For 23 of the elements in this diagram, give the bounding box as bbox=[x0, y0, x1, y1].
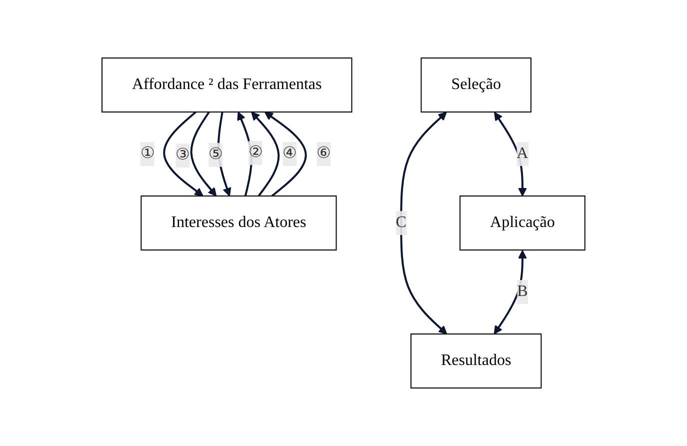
arrow bbox=[264, 112, 307, 197]
arrow bbox=[190, 111, 217, 196]
arrow bbox=[400, 112, 448, 334]
edge-label: ⑥ bbox=[316, 144, 331, 162]
arrow bbox=[217, 112, 232, 196]
arrow bbox=[237, 112, 252, 196]
node-box: Interesses dos Atores bbox=[140, 196, 337, 250]
edge-label: ① bbox=[140, 144, 154, 162]
edge-label: ② bbox=[248, 144, 262, 161]
edge-label: ③ bbox=[176, 146, 190, 164]
node-box: Aplicação bbox=[460, 196, 586, 250]
edge-label: ⑤ bbox=[208, 146, 223, 163]
arrow bbox=[163, 111, 204, 196]
node-box: Resultados bbox=[410, 333, 542, 388]
arrow bbox=[251, 112, 280, 197]
arrow bbox=[494, 112, 527, 196]
node-box: Affordance ² das Ferramentas bbox=[102, 58, 352, 112]
edge-label: A bbox=[516, 144, 528, 162]
node-box: Seleção bbox=[420, 58, 532, 112]
edge-label: C bbox=[396, 214, 407, 231]
edge-label: B bbox=[517, 282, 528, 300]
arrow bbox=[494, 250, 527, 334]
edge-label: ④ bbox=[282, 144, 297, 162]
